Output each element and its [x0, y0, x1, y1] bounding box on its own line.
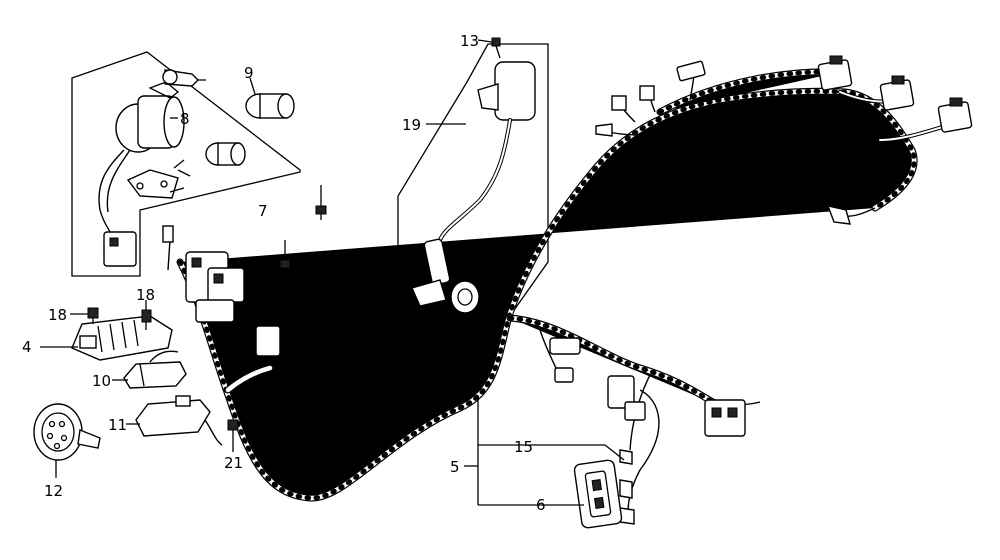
lock-cylinder [205, 93, 295, 166]
switch-mounting-plate [126, 169, 191, 199]
coil-bolt [491, 37, 501, 59]
callout-10: 10 [92, 372, 111, 390]
callout-7: 7 [258, 202, 268, 220]
horn [33, 403, 101, 461]
starter-relay [123, 350, 187, 389]
ignition-coil [411, 61, 536, 314]
callout-9: 9 [244, 64, 254, 82]
ignition-switch [98, 81, 185, 267]
callout-5: 5 [450, 458, 460, 476]
callout-6: 6 [536, 496, 546, 514]
harness-connectors [162, 55, 973, 525]
ignition-key [162, 69, 206, 87]
fuse-box [573, 459, 623, 529]
leader-lines [40, 39, 625, 506]
callout-11: 11 [108, 416, 127, 434]
callout-13: 13 [460, 32, 479, 50]
flasher-relay [135, 395, 223, 446]
callout-4: 4 [22, 338, 32, 356]
callout-12: 12 [44, 482, 63, 500]
ignition-switch-connector [103, 231, 137, 267]
regulator-rectifier [71, 315, 173, 361]
callout-18-left: 18 [48, 306, 67, 324]
callout-8: 8 [180, 110, 190, 128]
callout-21: 21 [224, 454, 243, 472]
callout-18-right: 18 [136, 286, 155, 304]
callout-labels: 4 5 6 7 8 9 10 11 12 13 15 18 18 19 21 [22, 32, 546, 514]
main-wire-harness [180, 72, 952, 513]
callout-15: 15 [514, 438, 533, 456]
callout-19: 19 [402, 116, 421, 134]
